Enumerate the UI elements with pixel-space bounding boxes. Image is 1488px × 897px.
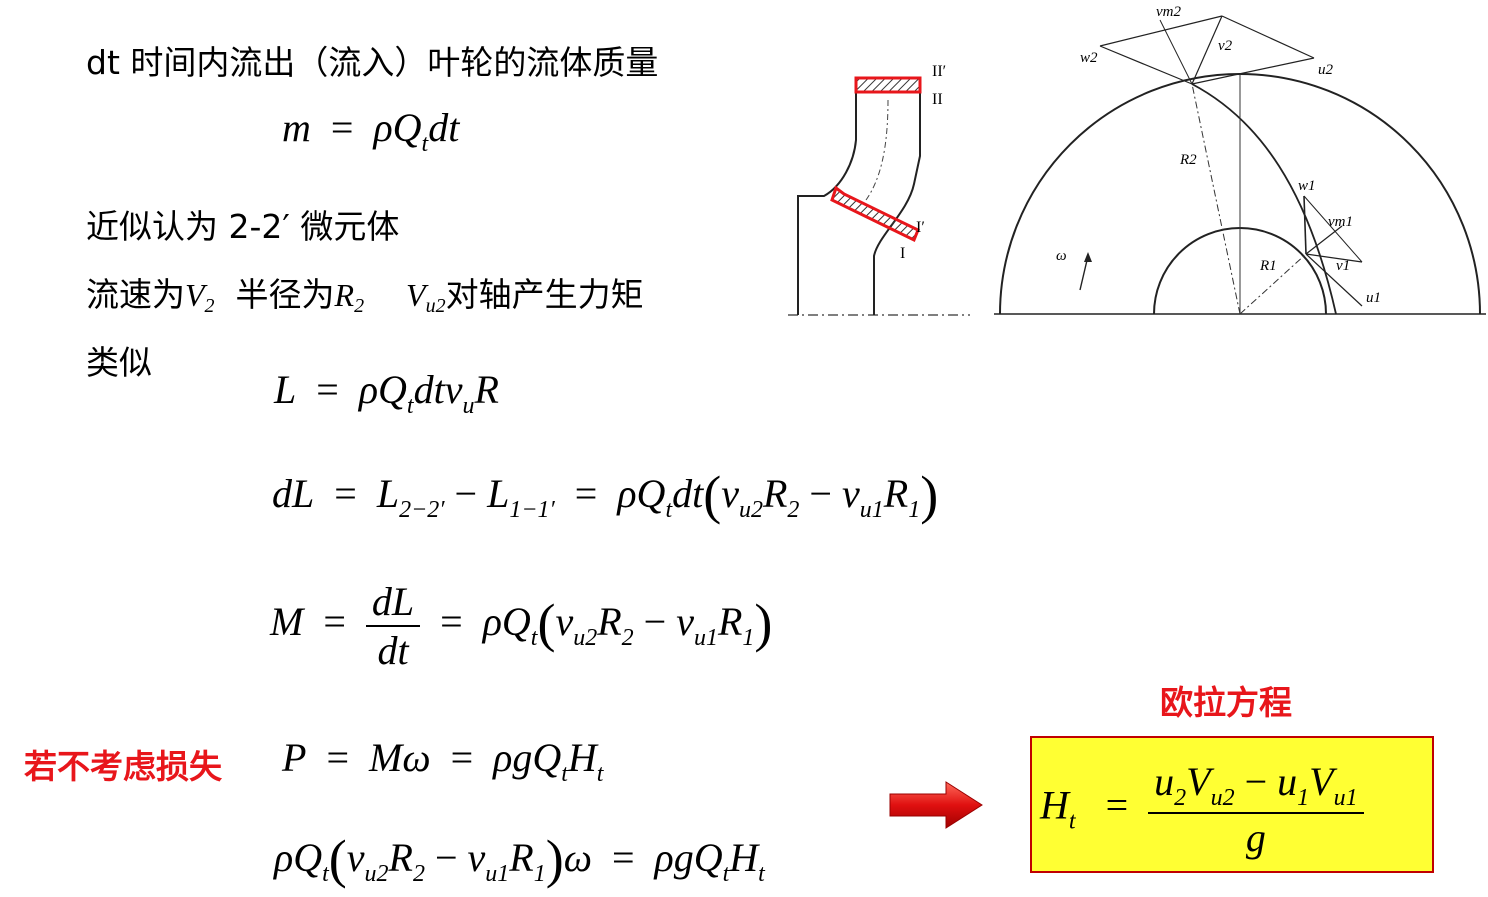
label-R1: R1 [1259, 258, 1277, 274]
equation-power: ρQt(vu2R2 − vu1R1)ω = ρgQtHt [274, 829, 765, 889]
equation-mass: m = ρQtdt [282, 105, 460, 157]
no-loss-label: 若不考虑损失 [24, 747, 222, 786]
label-w2: w2 [1080, 50, 1098, 66]
label-vm1: vm1 [1328, 214, 1353, 230]
impeller-section-diagram: II′ II I′ I [788, 63, 970, 316]
label-section-2p: II′ [932, 63, 946, 80]
label-w1: w1 [1298, 178, 1316, 194]
label-v1: v1 [1336, 258, 1350, 274]
arrow-right-icon [889, 781, 983, 829]
equation-P: P = Mω = ρgQtHt [282, 735, 604, 787]
equation-dL: dL = L2−2′ − L1−1′ = ρQtdt(vu2R2 − vu1R1… [272, 465, 939, 525]
equation-L: L = ρQtdtvuR [274, 367, 499, 419]
label-section-1: I [900, 245, 905, 262]
label-vm2: vm2 [1156, 4, 1181, 20]
text-line-approx: 近似认为 2-2′ 微元体 [86, 207, 400, 246]
euler-title: 欧拉方程 [1160, 683, 1292, 722]
velocity-triangle-diagram: vm2 w2 v2 u2 R2 w1 vm1 v1 R1 u1 ω [994, 4, 1486, 315]
label-u1: u1 [1366, 290, 1381, 306]
text-line-mass-title: dt 时间内流出（流入）叶轮的流体质量 [86, 43, 659, 82]
label-u2: u2 [1318, 62, 1334, 78]
fraction-euler: u2Vu2 − u1Vu1 g [1148, 758, 1364, 861]
label-section-2: II [932, 91, 943, 108]
label-omega: ω [1056, 248, 1067, 264]
label-v2: v2 [1218, 38, 1233, 54]
text-line-flow: 流速为V2 半径为R2 Vu2对轴产生力矩 [86, 275, 644, 317]
label-section-1p: I′ [916, 219, 925, 236]
equation-euler: Ht = u2Vu2 − u1Vu1 g [1040, 758, 1364, 861]
label-R2: R2 [1179, 152, 1197, 168]
euler-equation-box: Ht = u2Vu2 − u1Vu1 g [1030, 736, 1434, 873]
text-line-similar: 类似 [86, 343, 152, 382]
